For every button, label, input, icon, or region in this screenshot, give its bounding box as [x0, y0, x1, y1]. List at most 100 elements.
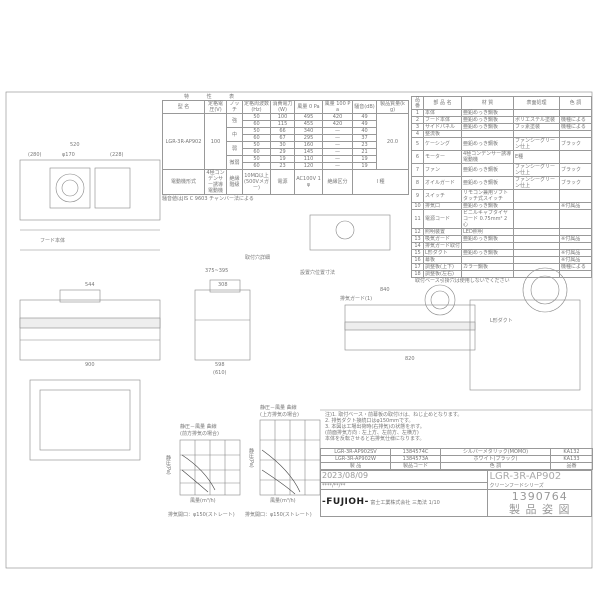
- table-cell: 風量 0 Pa: [294, 100, 323, 114]
- table-cell: 4極コンデンサー誘導電動機: [461, 150, 514, 164]
- note-line: 2. 排気ダクト接続口はφ150mmです。: [325, 418, 414, 424]
- table-cell: [559, 209, 592, 229]
- table-cell: シルバーメタリック(MOMO): [440, 448, 551, 456]
- table-cell: ブラック: [559, 176, 592, 190]
- table-cell: 亜鉛めっき鋼板: [461, 116, 514, 124]
- table-cell: ファンシーグリーン仕上: [513, 137, 560, 151]
- table-cell: L形ダクト: [423, 249, 462, 257]
- plan-view-outline: [19, 159, 161, 221]
- table-cell: 電動機形式: [162, 169, 205, 195]
- drawing-type: 製 品 姿 図: [508, 503, 571, 516]
- table-cell: —: [322, 127, 353, 135]
- sheet-border: [5, 91, 593, 569]
- table-cell: 色 調: [559, 96, 592, 110]
- table-cell: 23: [270, 162, 295, 170]
- dim-375: 375~395: [205, 268, 229, 274]
- issue-date: 2023/08/09: [319, 470, 489, 483]
- table-cell: フッ素塗装: [513, 123, 560, 131]
- table-cell: 40: [352, 127, 377, 135]
- table-cell: 部 品 名: [423, 96, 462, 110]
- table-cell: 機種による: [559, 123, 592, 131]
- table-cell: Ⅰ 種: [352, 169, 409, 195]
- dim-280: (280): [28, 152, 42, 158]
- table-cell: 49: [352, 120, 377, 128]
- fujioh-logo: -FUJIOH-: [322, 497, 369, 507]
- table-cell: 弱: [226, 141, 243, 156]
- table-cell: カラー鋼板: [461, 263, 514, 271]
- table-cell: 455: [294, 120, 323, 128]
- table-cell: [559, 150, 592, 164]
- table-cell: 定格周波数(Hz): [242, 100, 271, 114]
- chart-front-title: 静圧－風量 曲線: [180, 424, 217, 430]
- table-cell: 20.0: [376, 113, 409, 170]
- table-cell: 消費電力(W): [270, 100, 295, 114]
- table-cell: 亜鉛めっき鋼板: [461, 123, 514, 131]
- scale: 1/10: [428, 500, 440, 506]
- dim-308: 308: [218, 282, 228, 288]
- front-view-outline: [19, 299, 161, 361]
- table-cell: 420: [322, 113, 353, 121]
- chart-front-grid: [179, 439, 241, 496]
- table-cell: 10: [411, 202, 424, 210]
- table-cell: [559, 270, 592, 278]
- table-cell: 60: [242, 120, 271, 128]
- note-line: 注)1. 取付ベース・前幕板の取付けは、ねじ止めとなります。: [325, 412, 463, 418]
- table-cell: 19: [352, 155, 377, 163]
- table-cell: [461, 256, 514, 264]
- table-cell: [559, 109, 592, 117]
- table-cell: ファンシーグリーン仕上: [513, 176, 560, 190]
- table-header-row: 品番部 品 名材 質表面処理色 調: [411, 96, 592, 110]
- table-cell: —: [322, 141, 353, 149]
- table-cell: 30: [270, 141, 295, 149]
- table-cell: 品番: [550, 462, 593, 470]
- chart-front-note: 排気開口：φ150(ストレート): [168, 512, 235, 518]
- table-cell: —: [322, 155, 353, 163]
- table-cell: 微弱: [226, 155, 243, 170]
- note-line: 3. 本図は工場出荷時(右排気)の状態を示す。: [325, 424, 425, 430]
- table-cell: スイッチ: [423, 189, 462, 203]
- table-cell: サイドパネル: [423, 123, 462, 131]
- table-cell: 亜鉛めっき鋼板: [461, 137, 514, 151]
- table-cell: ノッチ: [226, 100, 243, 114]
- table-cell: 60: [242, 148, 271, 156]
- table-cell: 23: [352, 141, 377, 149]
- hood-label: フード本体: [40, 238, 66, 244]
- table-cell: 品番: [411, 96, 424, 110]
- table-cell: 12: [411, 228, 424, 236]
- exhaust-outlet-box: [49, 167, 91, 209]
- table-cell: 49: [352, 113, 377, 121]
- table-cell: 1384574C: [390, 448, 441, 456]
- table-row: 製 品製品コード色 調品番: [320, 462, 593, 470]
- table-cell: 6: [411, 150, 424, 164]
- table-cell: ブラック: [559, 137, 592, 151]
- table-cell: 電源: [270, 169, 295, 195]
- table-cell: 4極コンデンサー誘導電動機: [204, 169, 227, 195]
- table-cell: 排気口: [423, 202, 462, 210]
- table-cell: 13: [411, 235, 424, 243]
- table-cell: [513, 256, 560, 264]
- table-cell: 亜鉛めっき鋼板: [461, 176, 514, 190]
- table-cell: KA132: [550, 448, 593, 456]
- table-cell: LGR-3R-AP902W: [320, 455, 391, 463]
- hole-title: 設置穴位置寸法: [300, 270, 336, 276]
- table-cell: 亜鉛めっき鋼板: [461, 202, 514, 210]
- table-cell: 1384573A: [390, 455, 441, 463]
- table-cell: 1: [411, 109, 424, 117]
- table-cell: 50: [242, 127, 271, 135]
- table-cell: 2: [411, 116, 424, 124]
- table-cell: ブラック: [559, 163, 592, 177]
- exhaust-outlet-circle: [55, 173, 85, 203]
- revision-date: ****/**/**: [319, 481, 489, 491]
- table-cell: [513, 270, 560, 278]
- table-cell: 100: [270, 113, 295, 121]
- table-cell: [513, 228, 560, 236]
- table-cell: [513, 263, 560, 271]
- table-cell: 16: [411, 256, 424, 264]
